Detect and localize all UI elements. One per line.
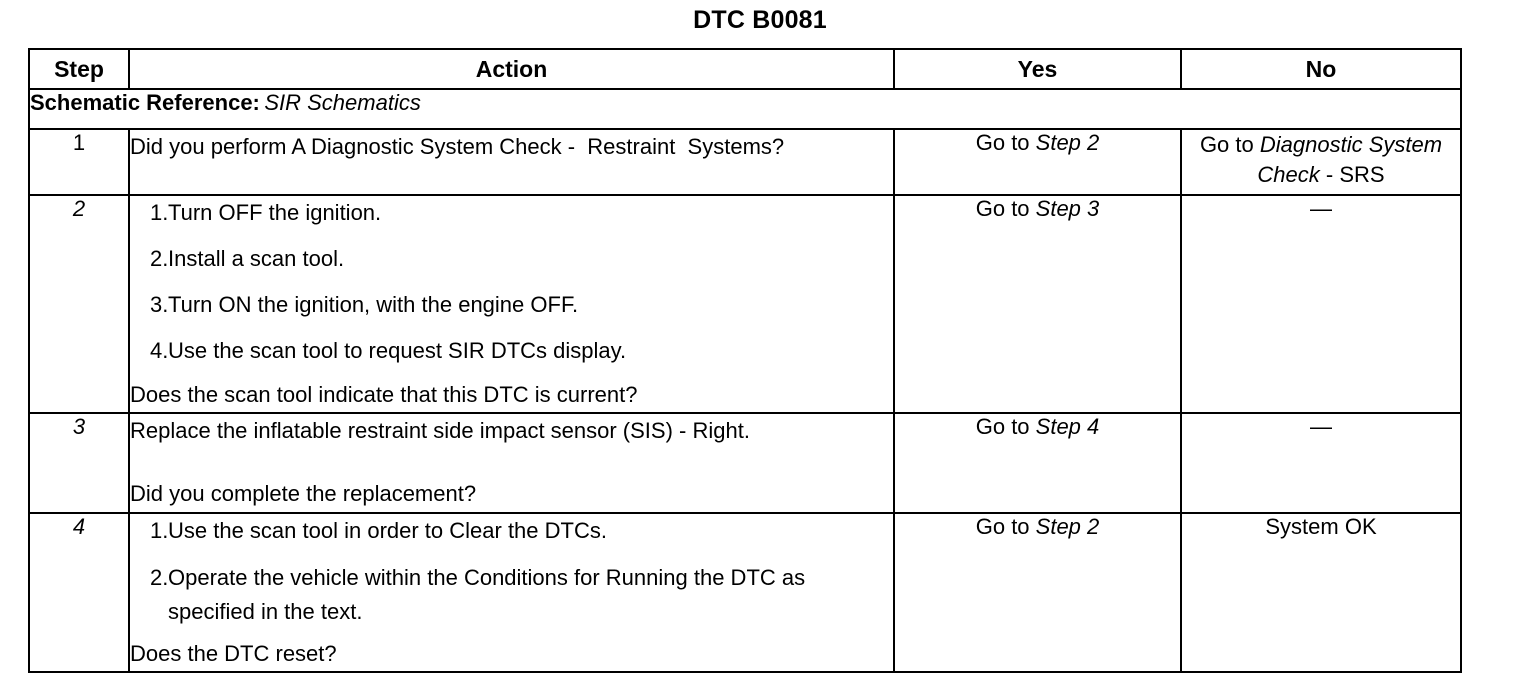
yes-prefix: Go to	[975, 196, 1036, 221]
table-body: Schematic Reference: SIR Schematics 1 Di…	[28, 88, 1462, 673]
table-header-row: Step Action Yes No	[28, 48, 1462, 90]
diagnostic-table-page: DTC B0081 Step Action Yes No Schematic R…	[28, 6, 1462, 673]
yes-italic: Step 2	[1035, 514, 1100, 540]
schematic-reference-value: SIR Schematics	[264, 90, 421, 115]
action-cell: 1. Use the scan tool in order to Clear t…	[128, 512, 895, 673]
list-item: 1. Use the scan tool in order to Clear t…	[130, 514, 893, 548]
no-suffix: —	[1310, 414, 1332, 440]
list-item-text: Turn OFF the ignition.	[168, 200, 382, 225]
list-item: 2. Install a scan tool.	[130, 242, 893, 276]
table-row: 1 Did you perform A Diagnostic System Ch…	[28, 128, 1462, 196]
yes-cell: Go to Step 2	[893, 512, 1182, 673]
action-lead-text: Did you perform A Diagnostic System Chec…	[130, 134, 785, 159]
page-title: DTC B0081	[693, 6, 827, 34]
no-cell: System OK	[1180, 512, 1462, 673]
step-number: 2	[28, 193, 130, 415]
action-question-text: Does the scan tool indicate that this DT…	[130, 382, 638, 408]
action-question-text: Does the DTC reset?	[130, 640, 337, 666]
list-item: 3. Turn ON the ignition, with the engine…	[130, 288, 893, 322]
list-item-text: Use the scan tool to request SIR DTCs di…	[168, 338, 627, 364]
dtc-diagnostic-table: Step Action Yes No Schematic Reference: …	[28, 48, 1462, 673]
yes-cell: Go to Step 3	[893, 193, 1182, 415]
list-item-text: Operate the vehicle within the Condition…	[168, 564, 806, 624]
schematic-reference-cell: Schematic Reference: SIR Schematics	[28, 88, 1462, 130]
schematic-reference-row: Schematic Reference: SIR Schematics	[28, 88, 1462, 130]
yes-cell: Go to Step 2	[893, 128, 1182, 196]
step-number: 1	[28, 128, 130, 196]
no-cell: —	[1180, 193, 1462, 415]
no-prefix: Go to	[1199, 132, 1260, 157]
table-row: 4 1. Use the scan tool in order to Clear…	[28, 512, 1462, 673]
action-cell: Replace the inflatable restraint side im…	[128, 412, 895, 515]
list-item-number: 1.	[150, 518, 169, 544]
table-row: 3 Replace the inflatable restraint side …	[28, 412, 1462, 515]
no-suffix: - SRS	[1319, 161, 1385, 187]
list-item-number: 3.	[150, 292, 169, 318]
list-item: 4. Use the scan tool to request SIR DTCs…	[130, 334, 893, 368]
no-cell: Go to Diagnostic System Check - SRS	[1180, 128, 1462, 196]
yes-prefix: Go to	[975, 414, 1036, 440]
action-question-text: Did you complete the replacement?	[130, 480, 477, 506]
no-suffix: System OK	[1265, 514, 1377, 540]
yes-italic: Step 3	[1035, 196, 1100, 221]
list-item-text: Turn ON the ignition, with the engine OF…	[168, 292, 579, 318]
column-header-step: Step	[28, 48, 130, 90]
table-header: Step Action Yes No	[28, 48, 1462, 90]
action-cell: 1. Turn OFF the ignition. 2. Install a s…	[128, 193, 895, 415]
list-item-number: 2.	[150, 564, 169, 590]
column-header-action: Action	[128, 48, 895, 90]
list-item-text: Use the scan tool in order to Clear the …	[168, 518, 607, 544]
table-row: 2 1. Turn OFF the ignition. 2. Install a…	[28, 193, 1462, 415]
yes-italic: Step 4	[1035, 414, 1100, 440]
no-suffix: —	[1310, 196, 1332, 221]
step-number: 4	[28, 512, 130, 673]
action-lead-text: Replace the inflatable restraint side im…	[130, 418, 750, 444]
column-header-yes: Yes	[893, 48, 1182, 90]
action-step-list: 1. Use the scan tool in order to Clear t…	[130, 514, 893, 628]
yes-cell: Go to Step 4	[893, 412, 1182, 515]
no-italic: Diagnostic System Check	[1257, 132, 1443, 187]
list-item: 1. Turn OFF the ignition.	[130, 196, 893, 230]
list-item-number: 4.	[150, 338, 169, 364]
no-cell: —	[1180, 412, 1462, 515]
schematic-reference-label: Schematic Reference:	[30, 90, 260, 115]
yes-italic: Step 2	[1035, 130, 1100, 155]
list-item-text: Install a scan tool.	[168, 246, 345, 272]
step-number: 3	[28, 412, 130, 515]
action-cell: Did you perform A Diagnostic System Chec…	[128, 128, 895, 196]
column-header-no: No	[1180, 48, 1462, 90]
action-spacer	[130, 449, 893, 477]
list-item-number: 2.	[150, 246, 169, 272]
action-step-list: 1. Turn OFF the ignition. 2. Install a s…	[130, 196, 893, 368]
list-item-number: 1.	[150, 200, 169, 225]
yes-prefix: Go to	[975, 514, 1036, 540]
yes-prefix: Go to	[975, 130, 1036, 155]
list-item: 2. Operate the vehicle within the Condit…	[130, 561, 893, 629]
